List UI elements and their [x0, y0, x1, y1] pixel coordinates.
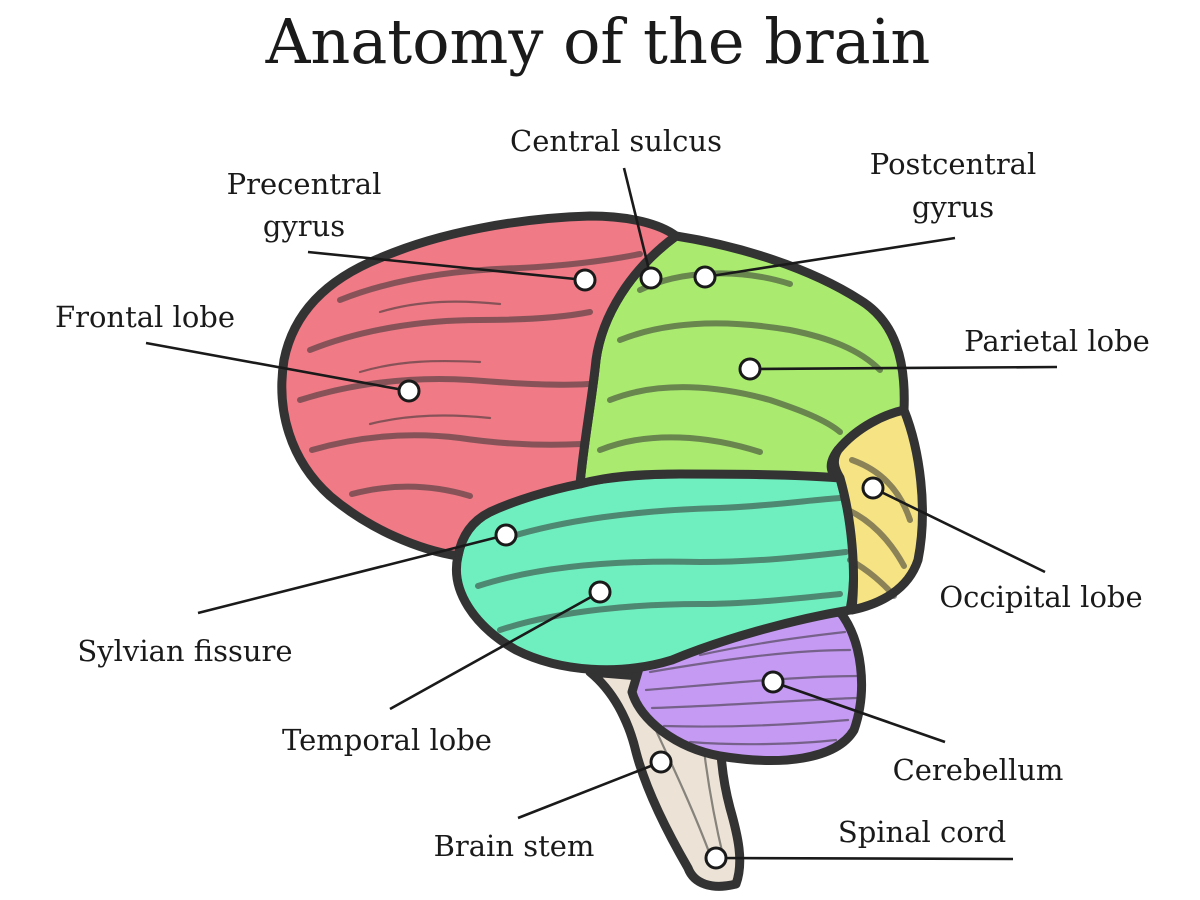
marker-parietal-lobe: [738, 357, 762, 381]
leader-cerebellum: [772, 680, 946, 744]
leader-sylvian-fissure: [197, 533, 507, 615]
frontal-lobe-region: [277, 211, 681, 561]
frontal-lobe-gyri: [297, 251, 643, 499]
label-temporal-lobe: Temporal lobe: [282, 723, 492, 757]
label-frontal-lobe: Frontal lobe: [55, 300, 235, 334]
marker-precentral-gyrus: [573, 268, 597, 292]
marker-central-sulcus: [639, 266, 663, 290]
marker-spinal-cord: [704, 846, 728, 870]
occipital-lobe-gyri: [845, 457, 913, 599]
leader-occipital-lobe: [872, 486, 1046, 574]
marker-temporal-lobe: [588, 580, 612, 604]
leader-brain-stem: [517, 760, 662, 820]
label-parietal-lobe: Parietal lobe: [964, 324, 1150, 358]
label-central-sulcus: Central sulcus: [510, 124, 722, 158]
marker-brain-stem: [649, 750, 673, 774]
temporal-lobe-region: [452, 468, 859, 675]
leader-postcentral-gyrus: [704, 236, 956, 279]
marker-frontal-lobe: [397, 379, 421, 403]
marker-dots: [397, 265, 885, 870]
label-occipital-lobe: Occipital lobe: [939, 580, 1142, 614]
leader-spinal-cord: [715, 856, 1014, 861]
label-brain-stem: Brain stem: [434, 829, 595, 863]
marker-postcentral-gyrus: [693, 265, 717, 289]
label-postcentral-gyrus-line1: Postcentral: [870, 147, 1037, 181]
frontal-lobe-shape: [277, 211, 681, 561]
leader-frontal-lobe: [145, 341, 410, 393]
label-postcentral-gyrus-line2: gyrus: [912, 190, 994, 224]
page-title: Anatomy of the brain: [265, 5, 931, 78]
leader-precentral-gyrus: [307, 250, 586, 282]
marker-sylvian-fissure: [494, 523, 518, 547]
label-precentral-gyrus-line2: gyrus: [263, 209, 345, 243]
occipital-lobe-region: [829, 405, 927, 615]
leader-temporal-lobe: [389, 590, 601, 711]
label-cerebellum: Cerebellum: [893, 753, 1064, 787]
leader-parietal-lobe: [749, 365, 1058, 371]
leader-lines: [145, 167, 1058, 861]
marker-occipital-lobe: [861, 476, 885, 500]
label-precentral-gyrus-line1: Precentral: [227, 167, 382, 201]
leader-central-sulcus: [622, 167, 653, 279]
marker-cerebellum: [761, 670, 785, 694]
label-spinal-cord: Spinal cord: [838, 815, 1006, 849]
label-sylvian-fissure: Sylvian fissure: [77, 634, 292, 668]
frontal-lobe-texture: [358, 300, 502, 426]
labels: Central sulcus Precentral gyrus Postcent…: [55, 124, 1150, 863]
cerebellum-folia: [644, 630, 860, 746]
